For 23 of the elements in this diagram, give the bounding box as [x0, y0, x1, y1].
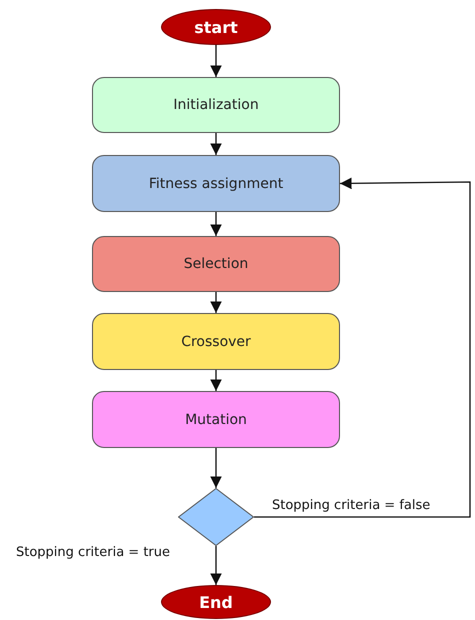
arrow — [210, 370, 222, 391]
arrow — [254, 178, 471, 518]
arrow — [210, 448, 222, 488]
node-label: Selection — [184, 256, 248, 272]
process-box — [92, 236, 340, 292]
arrow — [210, 45, 222, 77]
edge-label: Stopping criteria = false — [270, 498, 432, 513]
process-box — [92, 155, 340, 212]
process-box — [92, 77, 340, 133]
edge-label: Stopping criteria = true — [14, 545, 172, 560]
process-box — [92, 391, 340, 448]
node-label: Crossover — [181, 334, 251, 350]
arrow — [210, 292, 222, 313]
node-label: start — [194, 18, 238, 36]
node-label: Initialization — [173, 97, 259, 113]
node-label: Fitness assignment — [148, 176, 284, 192]
node-label: End — [199, 592, 233, 612]
arrow — [210, 546, 222, 585]
node-label: Mutation — [185, 412, 247, 428]
arrow — [210, 133, 222, 155]
arrow — [210, 212, 222, 236]
process-box — [92, 313, 340, 370]
decision-diamond — [178, 488, 254, 546]
